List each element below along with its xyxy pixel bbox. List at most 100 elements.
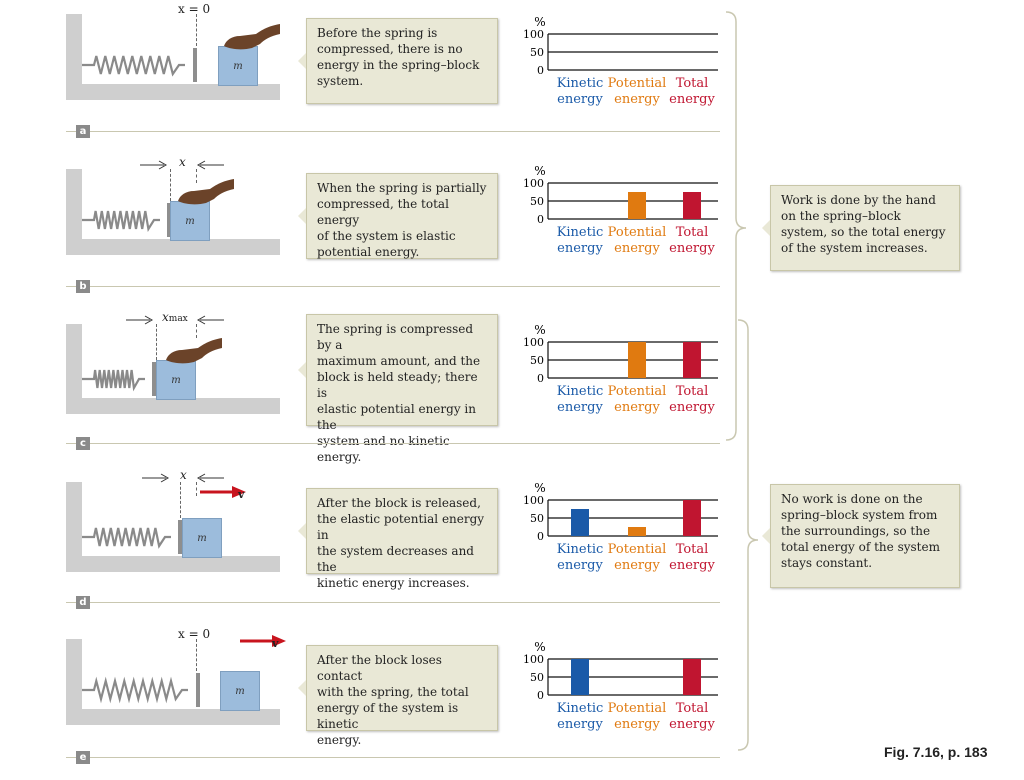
callout-line: system and no kinetic energy. [317,434,450,464]
callout-line: maximum amount, and the [317,354,481,368]
bar-potential [628,342,646,378]
energy-bar-chart: %100500KineticenergyPotentialenergyTotal… [523,482,718,573]
callout-line: compressed, there is no [317,42,463,56]
spring-plate [196,673,200,707]
callout-line: After the block loses contact [317,653,442,683]
side-note-line: No work is done on the [781,492,923,506]
callout-line: The spring is compressed by a [317,322,474,352]
callout-line: elastic potential energy in the [317,402,476,432]
category-label: energy [557,400,603,415]
tick-label: 100 [523,177,544,190]
wall [66,169,82,251]
tick-label: 100 [523,494,544,507]
category-label: energy [669,717,715,732]
energy-bar-chart: %100500KineticenergyPotentialenergyTotal… [523,324,718,415]
category-label: energy [557,717,603,732]
description-callout: After the block is released, the elastic … [306,488,498,590]
tick-label: 50 [530,671,544,684]
category-label: energy [669,400,715,415]
displacement-arrows [126,315,224,325]
side-note-line: total energy of the system [781,540,940,554]
category-label: energy [614,717,660,732]
callout-line: with the spring, the total [317,685,469,699]
callout-pointer [298,680,306,696]
x-label: x [180,468,187,482]
wall [66,324,82,410]
tick-label: 100 [523,336,544,349]
side-note-line: system, so the total energy [781,225,946,239]
spring [82,55,185,77]
spring-coil [82,527,171,549]
tick-label: 50 [530,354,544,367]
callout-line: block is held steady; there is [317,370,478,400]
spring [82,676,188,704]
tick-label: 100 [523,28,544,41]
bar-total [683,500,701,536]
spring [82,369,145,392]
wall [66,14,82,96]
y-axis-unit: % [534,641,545,654]
velocity-arrow [240,635,286,647]
floor [66,709,280,725]
hand-icon [166,338,222,364]
y-axis-unit: % [534,165,545,178]
description-callout: After the block loses contact with the sp… [306,645,498,747]
category-label: Kinetic [557,225,604,240]
reference-line [196,14,197,46]
spring-plate [152,362,156,396]
category-label: Kinetic [557,542,604,557]
reference-line [180,482,181,518]
callout-pointer [298,523,306,539]
y-axis-unit: % [534,482,545,495]
tick-label: 0 [537,213,544,226]
category-label: energy [614,400,660,415]
category-label: energy [557,241,603,256]
spring-plate [178,520,182,554]
mass-block: m [182,518,222,558]
category-label: Potential [608,542,667,557]
panel-tag: e [76,751,90,764]
callout-pointer [298,208,306,224]
tick-label: 0 [537,64,544,77]
panel-tag: a [76,125,90,138]
category-label: energy [557,92,603,107]
panel-separator [66,131,720,132]
spring [82,527,171,549]
callout-line: When the spring is partially [317,181,487,195]
callout-line: Before the spring is [317,26,438,40]
side-note-no-work: No work is done on the spring–block syste… [770,484,960,588]
callout-line: After the block is released, [317,496,481,510]
hand-shape [224,24,280,50]
floor [66,239,280,255]
category-label: Total [676,701,709,716]
bar-total [683,192,701,219]
arrow-right [142,473,170,483]
y-axis-unit: % [534,16,545,29]
x-zero-label: x = 0 [178,2,211,16]
panel-separator [66,602,720,603]
category-label: energy [614,92,660,107]
callout-line: system. [317,74,364,88]
x-label: x [179,155,186,169]
bar-potential [628,527,646,536]
mass-block: m [218,46,258,86]
bracket-work [725,11,747,441]
panel-separator [66,443,720,444]
x-zero-label: x = 0 [178,627,211,641]
side-note-line: Work is done by the hand [781,193,936,207]
side-note-line: spring–block system from [781,508,938,522]
arrow-left [196,315,224,325]
spring [82,210,160,233]
hand-icon [178,179,234,205]
velocity-head [232,486,246,498]
velocity-label: v [238,488,245,501]
tick-label: 0 [537,689,544,702]
category-label: energy [557,558,603,573]
side-note-pointer [762,220,770,236]
floor [66,398,280,414]
callout-line: the elastic potential energy in [317,512,485,542]
panel-tag: d [76,596,90,609]
arrow-left [196,160,224,170]
hand-shape [178,179,234,205]
